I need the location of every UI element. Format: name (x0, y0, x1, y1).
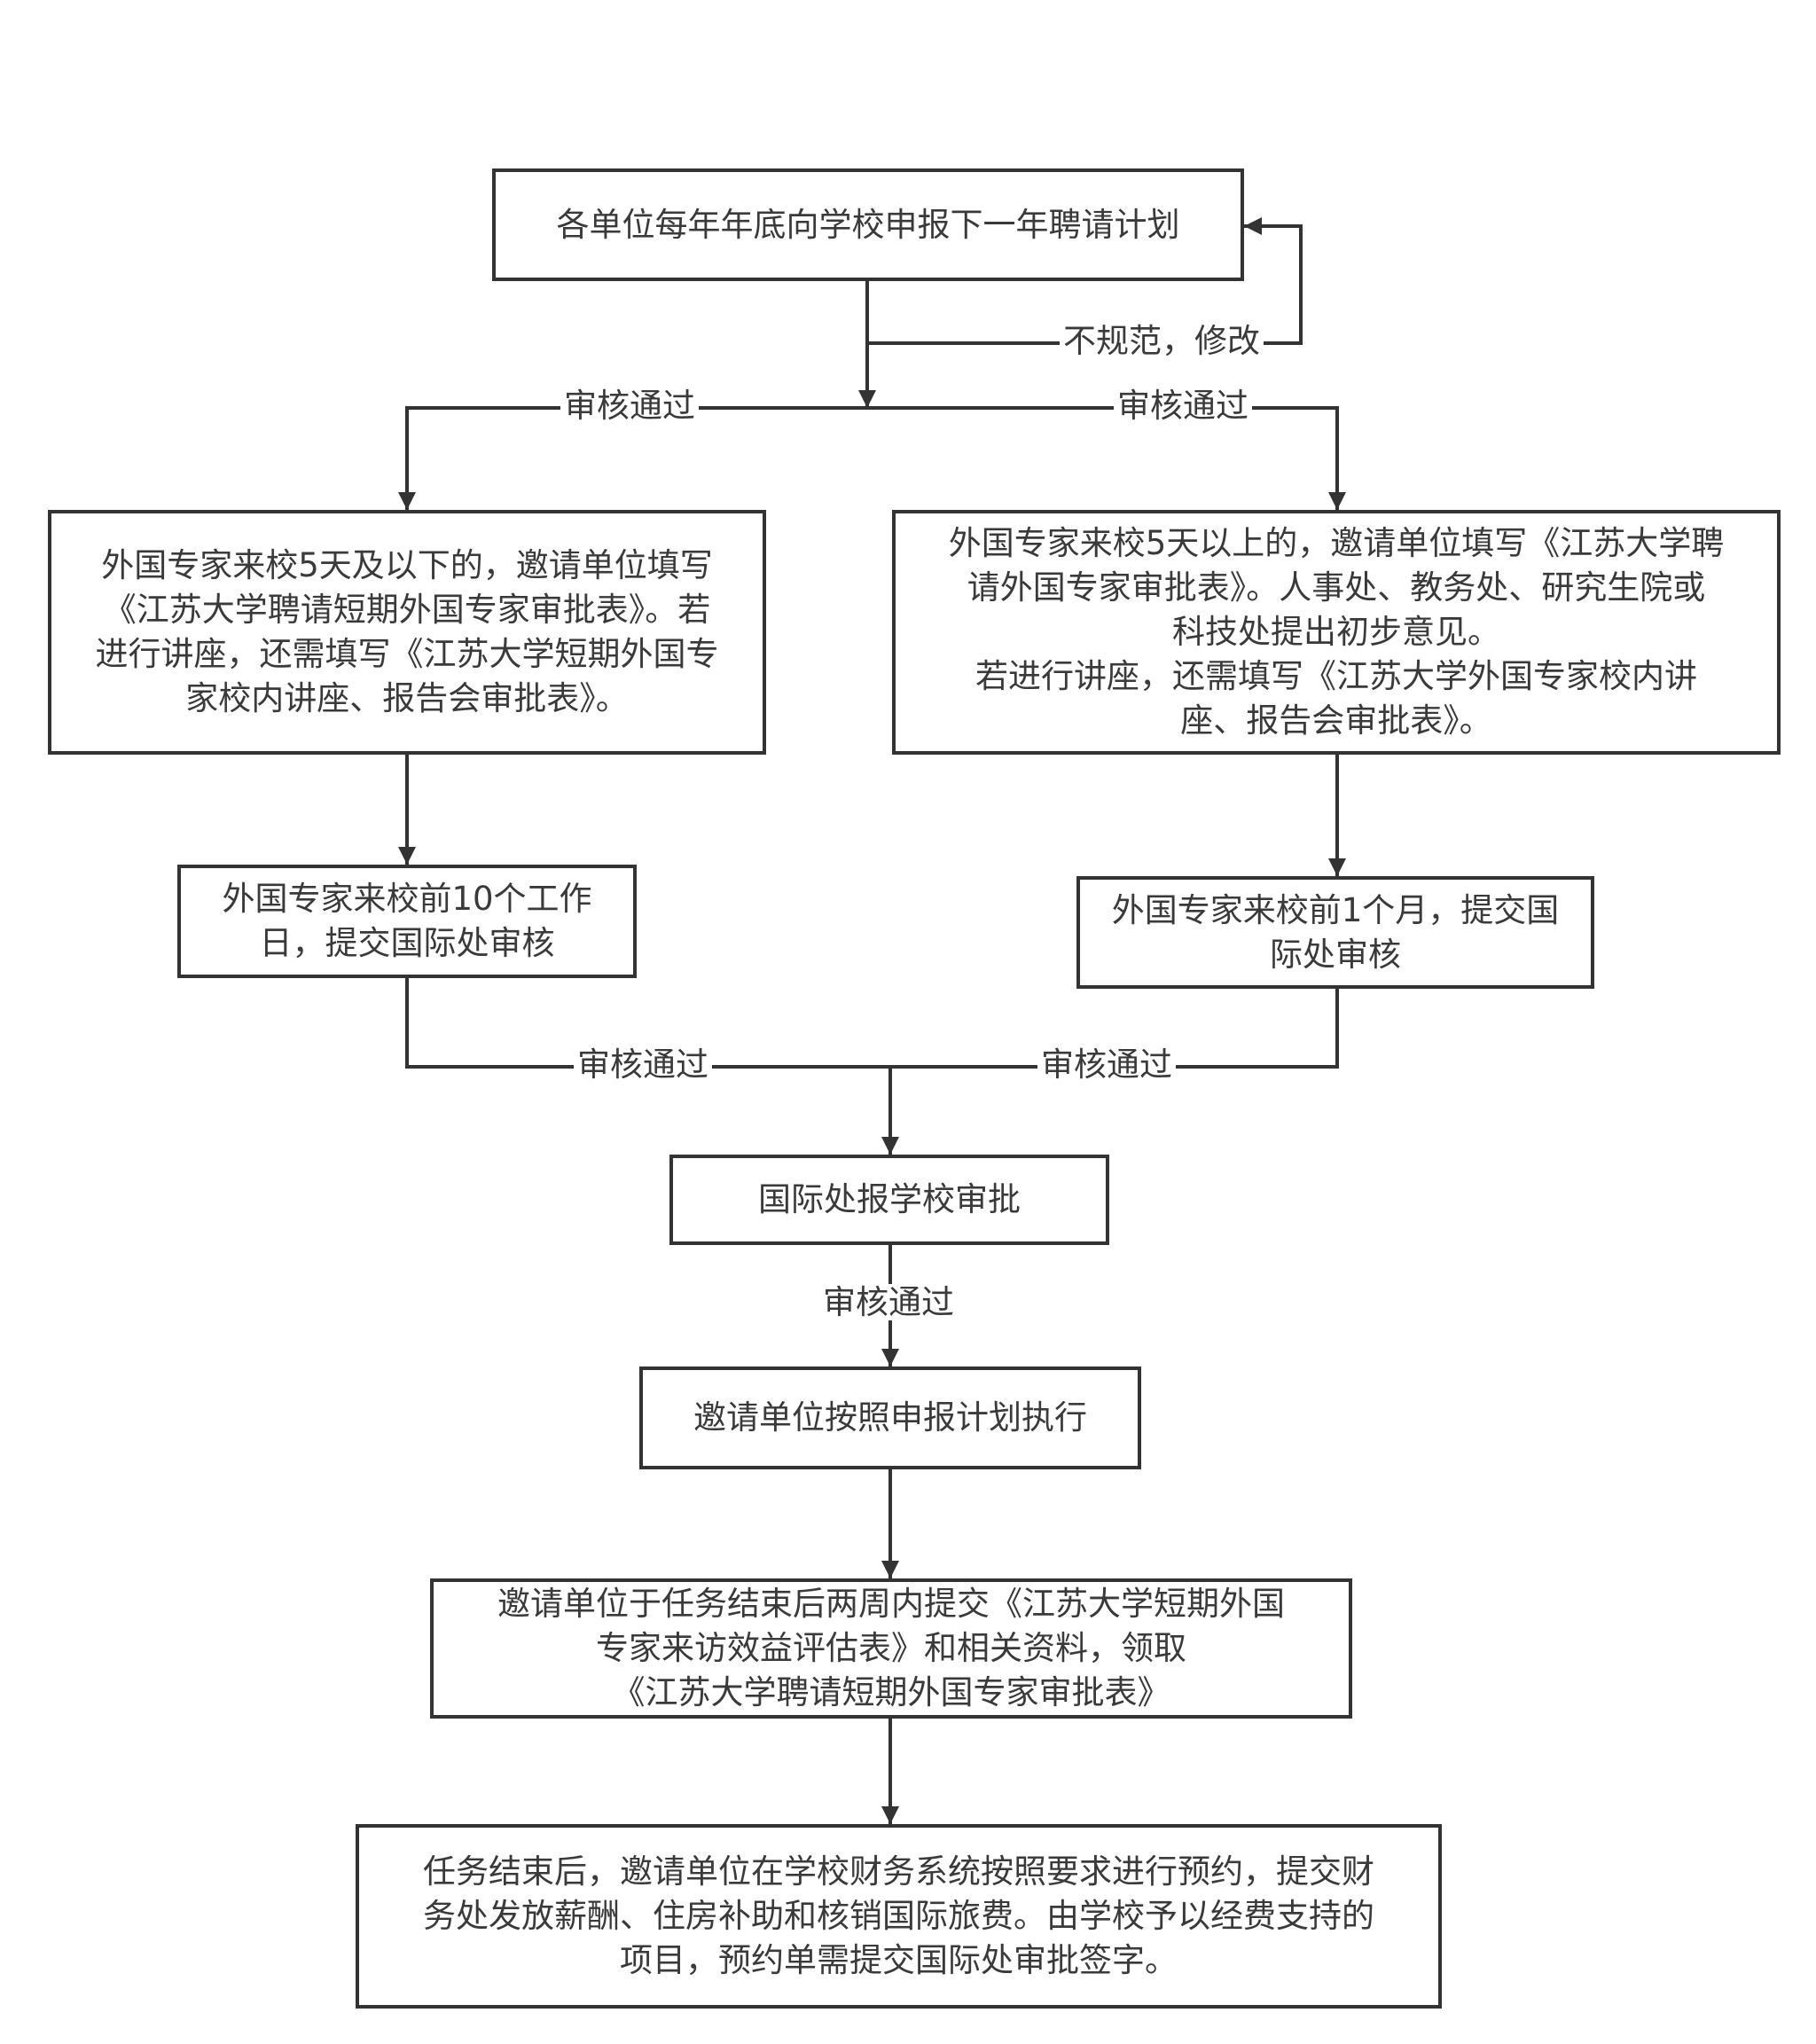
node-submit-10-days: 外国专家来校前10个工作 日，提交国际处审核 (177, 865, 637, 978)
node-short-term-form-text: 外国专家来校5天及以下的，邀请单位填写 《江苏大学聘请短期外国专家审批表》。若 … (95, 546, 719, 717)
node-long-term-form: 外国专家来校5天以上的，邀请单位填写《江苏大学聘 请外国专家审批表》。人事处、教… (892, 510, 1781, 755)
node-submit-10-days-text: 外国专家来校前10个工作 日，提交国际处审核 (222, 880, 592, 962)
label-revise: 不规范，修改 (1060, 323, 1264, 359)
node-short-term-form: 外国专家来校5天及以下的，邀请单位填写 《江苏大学聘请短期外国专家审批表》。若 … (48, 510, 766, 755)
node-intl-office-approval-text: 国际处报学校审批 (758, 1180, 1021, 1219)
node-annual-plan: 各单位每年年底向学校申报下一年聘请计划 (492, 168, 1244, 281)
connector-left-merge (405, 978, 890, 1069)
node-finance-booking: 任务结束后，邀请单位在学校财务系统按照要求进行预约，提交财 务处发放薪酬、住房补… (356, 1824, 1442, 2009)
node-submit-1-month-text: 外国专家来校前1个月，提交国 际处审核 (1111, 890, 1560, 974)
label-approved-center: 审核通过 (819, 1284, 958, 1320)
label-approved-right-mid: 审核通过 (1037, 1046, 1176, 1083)
node-submit-evaluation-text: 邀请单位于任务结束后两周内提交《江苏大学短期外国 专家来访效益评估表》和相关资料… (497, 1585, 1285, 1711)
node-submit-evaluation: 邀请单位于任务结束后两周内提交《江苏大学短期外国 专家来访效益评估表》和相关资料… (430, 1578, 1352, 1719)
connector-right-branch (867, 406, 1346, 510)
node-execute-plan-text: 邀请单位按照申报计划执行 (693, 1398, 1087, 1437)
node-finance-booking-text: 任务结束后，邀请单位在学校财务系统按照要求进行预约，提交财 务处发放薪酬、住房补… (423, 1852, 1374, 1979)
label-approved-left-top: 审核通过 (560, 388, 699, 424)
node-long-term-form-text: 外国专家来校5天以上的，邀请单位填写《江苏大学聘 请外国专家审批表》。人事处、教… (948, 524, 1725, 740)
node-intl-office-approval: 国际处报学校审批 (669, 1155, 1109, 1245)
label-approved-left-mid: 审核通过 (574, 1046, 712, 1083)
node-submit-1-month: 外国专家来校前1个月，提交国 际处审核 (1076, 876, 1594, 989)
node-annual-plan-text: 各单位每年年底向学校申报下一年聘请计划 (556, 205, 1180, 244)
label-approved-right-top: 审核通过 (1114, 388, 1252, 424)
node-execute-plan: 邀请单位按照申报计划执行 (639, 1367, 1141, 1469)
connector-left-branch (398, 406, 867, 510)
